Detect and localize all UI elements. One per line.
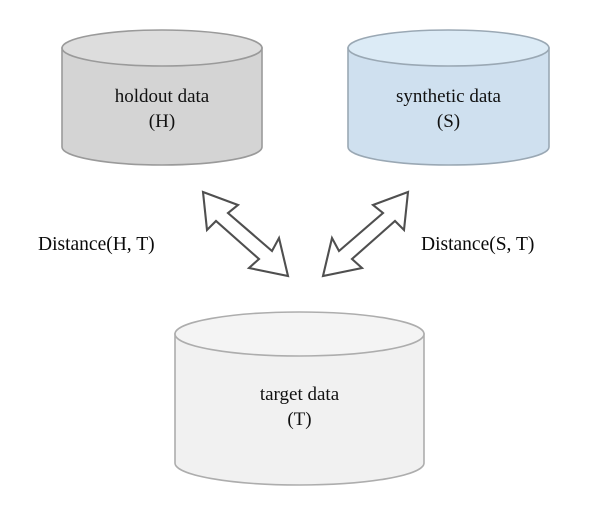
node-holdout-data[interactable] [61, 29, 263, 166]
target-cylinder-body [174, 333, 425, 486]
double-arrow-icon-left [201, 190, 290, 278]
target-cylinder-top [174, 311, 425, 357]
holdout-cylinder-body [61, 47, 263, 166]
node-target-data[interactable] [174, 311, 425, 486]
holdout-cylinder-top [61, 29, 263, 67]
node-synthetic-data[interactable] [347, 29, 550, 166]
synthetic-cylinder-body [347, 47, 550, 166]
double-arrow-icon-right [321, 190, 410, 278]
synthetic-cylinder-top [347, 29, 550, 67]
edge-label-distance-ht: Distance(H, T) [38, 234, 155, 255]
edge-label-distance-st: Distance(S, T) [421, 234, 535, 255]
edge-arrow-distance-st[interactable] [321, 190, 410, 278]
edge-arrow-distance-ht[interactable] [201, 190, 290, 278]
